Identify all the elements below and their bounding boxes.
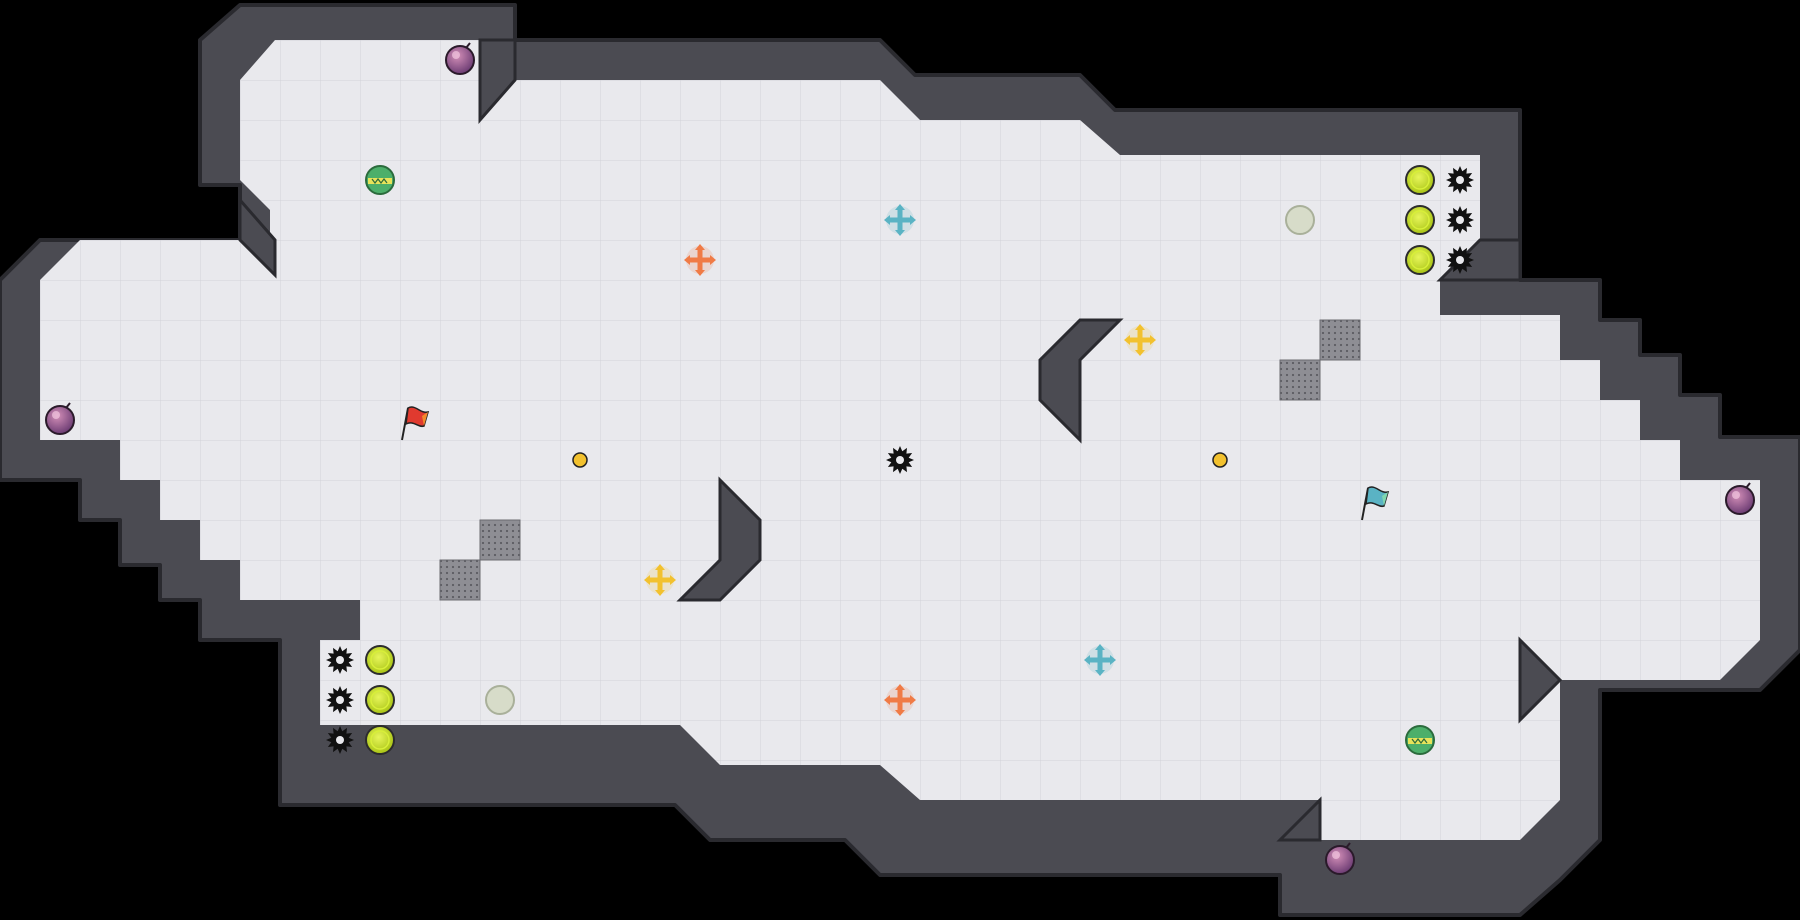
bombs	[45, 42, 1755, 875]
spike-icon	[326, 726, 354, 754]
button-icon	[572, 452, 588, 468]
inner-wall-center-left	[676, 476, 762, 602]
boost-icon	[884, 684, 916, 716]
bomb-icon	[45, 402, 75, 435]
wall-details	[238, 38, 1563, 842]
boosts	[644, 204, 1156, 716]
neutral-boost-icon	[485, 685, 515, 715]
wall-corner-s	[1276, 796, 1322, 842]
blue-flag-icon	[1361, 486, 1390, 521]
powerup-icon	[1405, 165, 1435, 195]
spike-icon	[1446, 166, 1474, 194]
powerup-icon	[365, 685, 395, 715]
portal-icon	[365, 165, 395, 195]
portal-icon	[1405, 725, 1435, 755]
spike-icon	[1446, 246, 1474, 274]
wall-corner-left	[238, 185, 277, 279]
red-flag-icon	[401, 406, 430, 441]
boost-icon	[884, 204, 916, 236]
boost-icon	[644, 564, 676, 596]
spikes	[326, 166, 1474, 754]
button-icon	[1212, 452, 1228, 468]
boost-icon	[1084, 644, 1116, 676]
gate-tile-icon	[1279, 359, 1321, 401]
spike-icon	[326, 686, 354, 714]
neutral-boost-icon	[1285, 205, 1315, 235]
portals	[365, 165, 1435, 755]
buttons	[572, 452, 1228, 468]
boost-icon	[684, 244, 716, 276]
powerup-icon	[1405, 205, 1435, 235]
boost-icon	[1124, 324, 1156, 356]
gate-tiles	[439, 319, 1361, 601]
spike-icon	[1446, 206, 1474, 234]
bomb-icon	[1725, 482, 1755, 515]
powerup-icon	[365, 725, 395, 755]
bomb-icon	[445, 42, 475, 75]
gate-tile-icon	[439, 559, 481, 601]
powerups	[365, 165, 1435, 755]
gate-tile-icon	[479, 519, 521, 561]
spike-icon	[886, 446, 914, 474]
spike-icon	[326, 646, 354, 674]
inner-wall-center-right	[1038, 318, 1124, 444]
powerup-icon	[365, 645, 395, 675]
powerup-icon	[1405, 245, 1435, 275]
floor	[40, 40, 1760, 840]
wall-corner-se	[1518, 636, 1563, 724]
bomb-icon	[1325, 842, 1355, 875]
neutral-pads	[485, 205, 1315, 715]
gate-tile-icon	[1319, 319, 1361, 361]
wall-corner-nw	[478, 38, 517, 124]
